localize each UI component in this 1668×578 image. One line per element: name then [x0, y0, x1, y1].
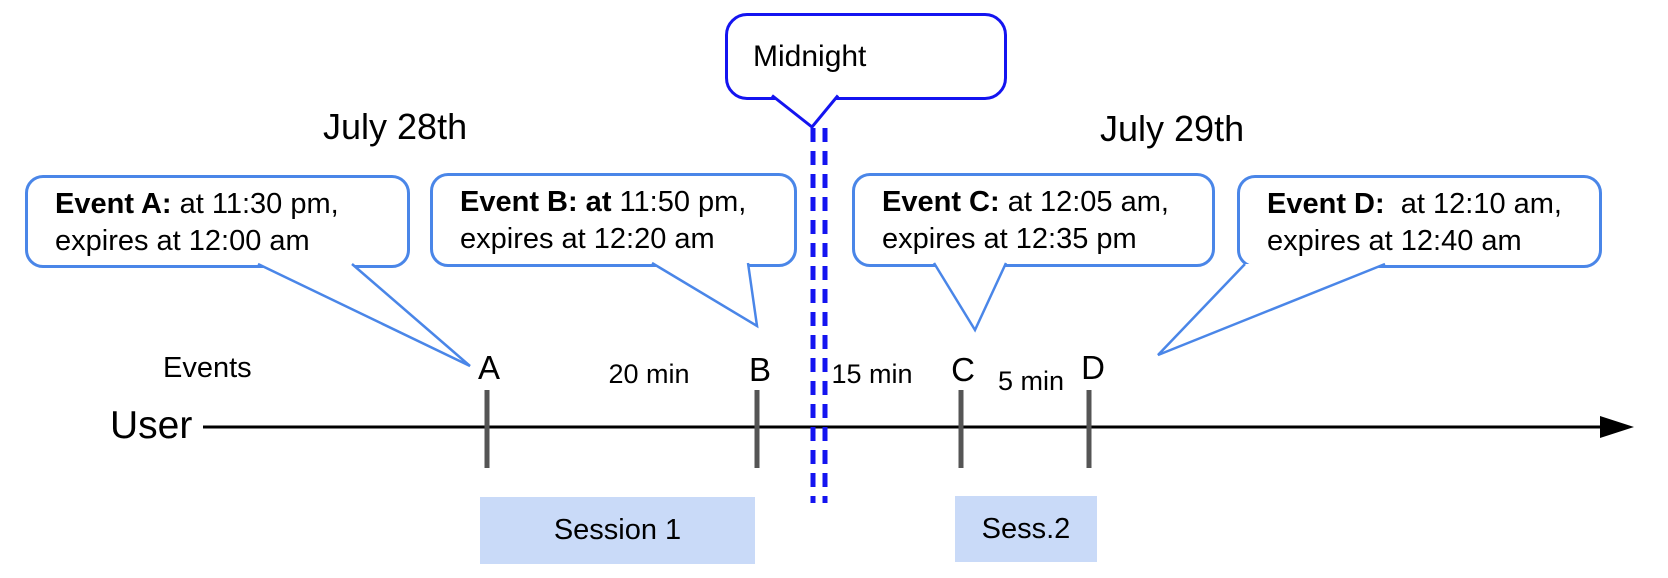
session-2-box: Sess.2 — [955, 496, 1097, 562]
event-b-tail — [651, 261, 759, 329]
events-row-label: Events — [163, 352, 252, 384]
event-c-line2: expires at 12:35 pm — [882, 223, 1137, 255]
event-a-line2: expires at 12:00 am — [55, 225, 310, 257]
midnight-tail — [771, 94, 840, 130]
event-a-time: at 11:30 pm, — [171, 188, 339, 220]
event-a-callout: Event A: at 11:30 pm, expires at 12:00 a… — [25, 175, 410, 268]
event-b-time: 11:50 pm, — [611, 186, 747, 218]
event-d-tail — [1157, 262, 1386, 357]
event-d-title: Event D: — [1267, 188, 1385, 220]
event-a-tail — [257, 262, 471, 368]
tick-label-c: C — [951, 351, 975, 388]
midnight-label: Midnight — [753, 39, 867, 73]
session-1-box: Session 1 — [480, 497, 755, 564]
axis-arrowhead — [1600, 416, 1634, 438]
event-d-callout: Event D: at 12:10 am, expires at 12:40 a… — [1237, 175, 1602, 268]
event-a-line1: Event A: at 11:30 pm, — [55, 186, 397, 223]
event-c-tail — [932, 262, 1008, 333]
event-b-callout: Event B: at 11:50 pm, expires at 12:20 a… — [430, 173, 797, 267]
tick-label-a: A — [477, 349, 501, 386]
tick-label-b: B — [748, 351, 772, 388]
event-c-line1: Event C: at 12:05 am, — [882, 184, 1202, 221]
session-1-label: Session 1 — [553, 514, 682, 546]
event-c-time: at 12:05 am, — [999, 186, 1169, 218]
event-d-line2: expires at 12:40 am — [1267, 225, 1522, 257]
event-a-title: Event A: — [55, 188, 172, 220]
event-d-line1: Event D: at 12:10 am, — [1267, 186, 1589, 223]
session-2-label: Sess.2 — [981, 512, 1071, 545]
event-b-line2: expires at 12:20 am — [460, 223, 715, 255]
midnight-callout: Midnight — [725, 13, 1007, 100]
tick-label-d: D — [1081, 349, 1105, 386]
user-axis-label: User — [110, 404, 193, 447]
event-c-callout: Event C: at 12:05 am, expires at 12:35 p… — [852, 173, 1215, 267]
interval-15min: 15 min — [831, 359, 913, 389]
interval-20min: 20 min — [608, 359, 690, 389]
event-b-title: Event B: at — [460, 186, 612, 218]
event-b-line1: Event B: at 11:50 pm, — [460, 184, 784, 221]
event-c-title: Event C: — [882, 186, 1000, 218]
interval-5min: 5 min — [997, 366, 1065, 396]
date-july-28: July 28th — [323, 106, 468, 147]
event-d-time: at 12:10 am, — [1384, 188, 1562, 220]
date-july-29: July 29th — [1100, 108, 1245, 149]
